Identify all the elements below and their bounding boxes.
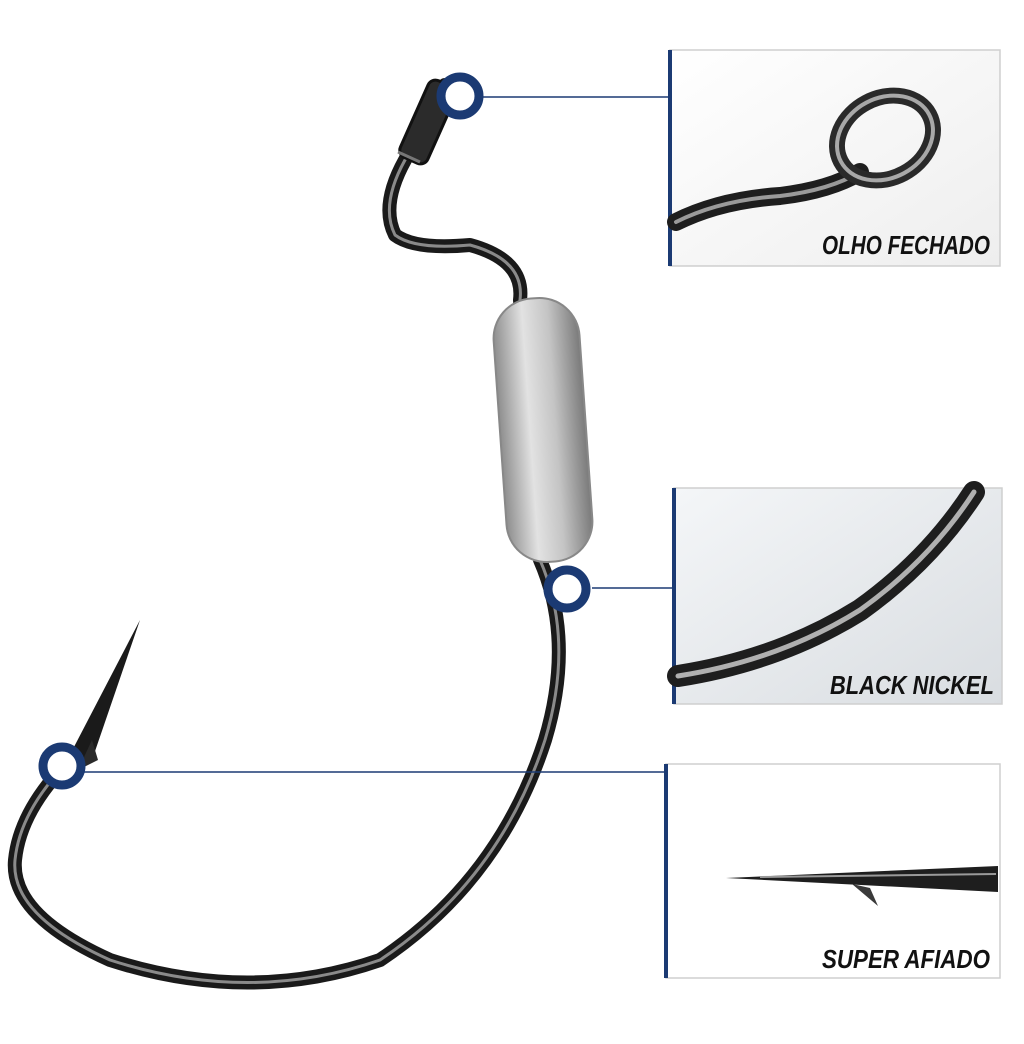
hook-point (62, 620, 140, 770)
ring-marker-icon (543, 565, 591, 613)
ring-marker-icon (436, 72, 484, 120)
hook-eye-notch (397, 150, 421, 164)
ring-marker-icon (38, 742, 86, 790)
callout-label-finish: BLACK NICKEL (830, 670, 994, 700)
hook-wire-highlight (13, 83, 561, 984)
callout-panel-finish: BLACK NICKEL (667, 481, 1003, 705)
callout-panel-eye: OLHO FECHADO (667, 49, 1001, 267)
lead-weight (492, 297, 594, 563)
callout-label-point: SUPER AFIADO (822, 944, 990, 974)
callout-panel-point: SUPER AFIADO (664, 763, 1001, 979)
leader-lines (84, 96, 676, 773)
ring-markers (38, 72, 591, 790)
callout-label-eye: OLHO FECHADO (822, 230, 990, 260)
closeup-point (726, 866, 998, 892)
hook-wire (7, 78, 566, 990)
closeup-barb (852, 884, 878, 906)
hook-illustration (7, 78, 594, 990)
